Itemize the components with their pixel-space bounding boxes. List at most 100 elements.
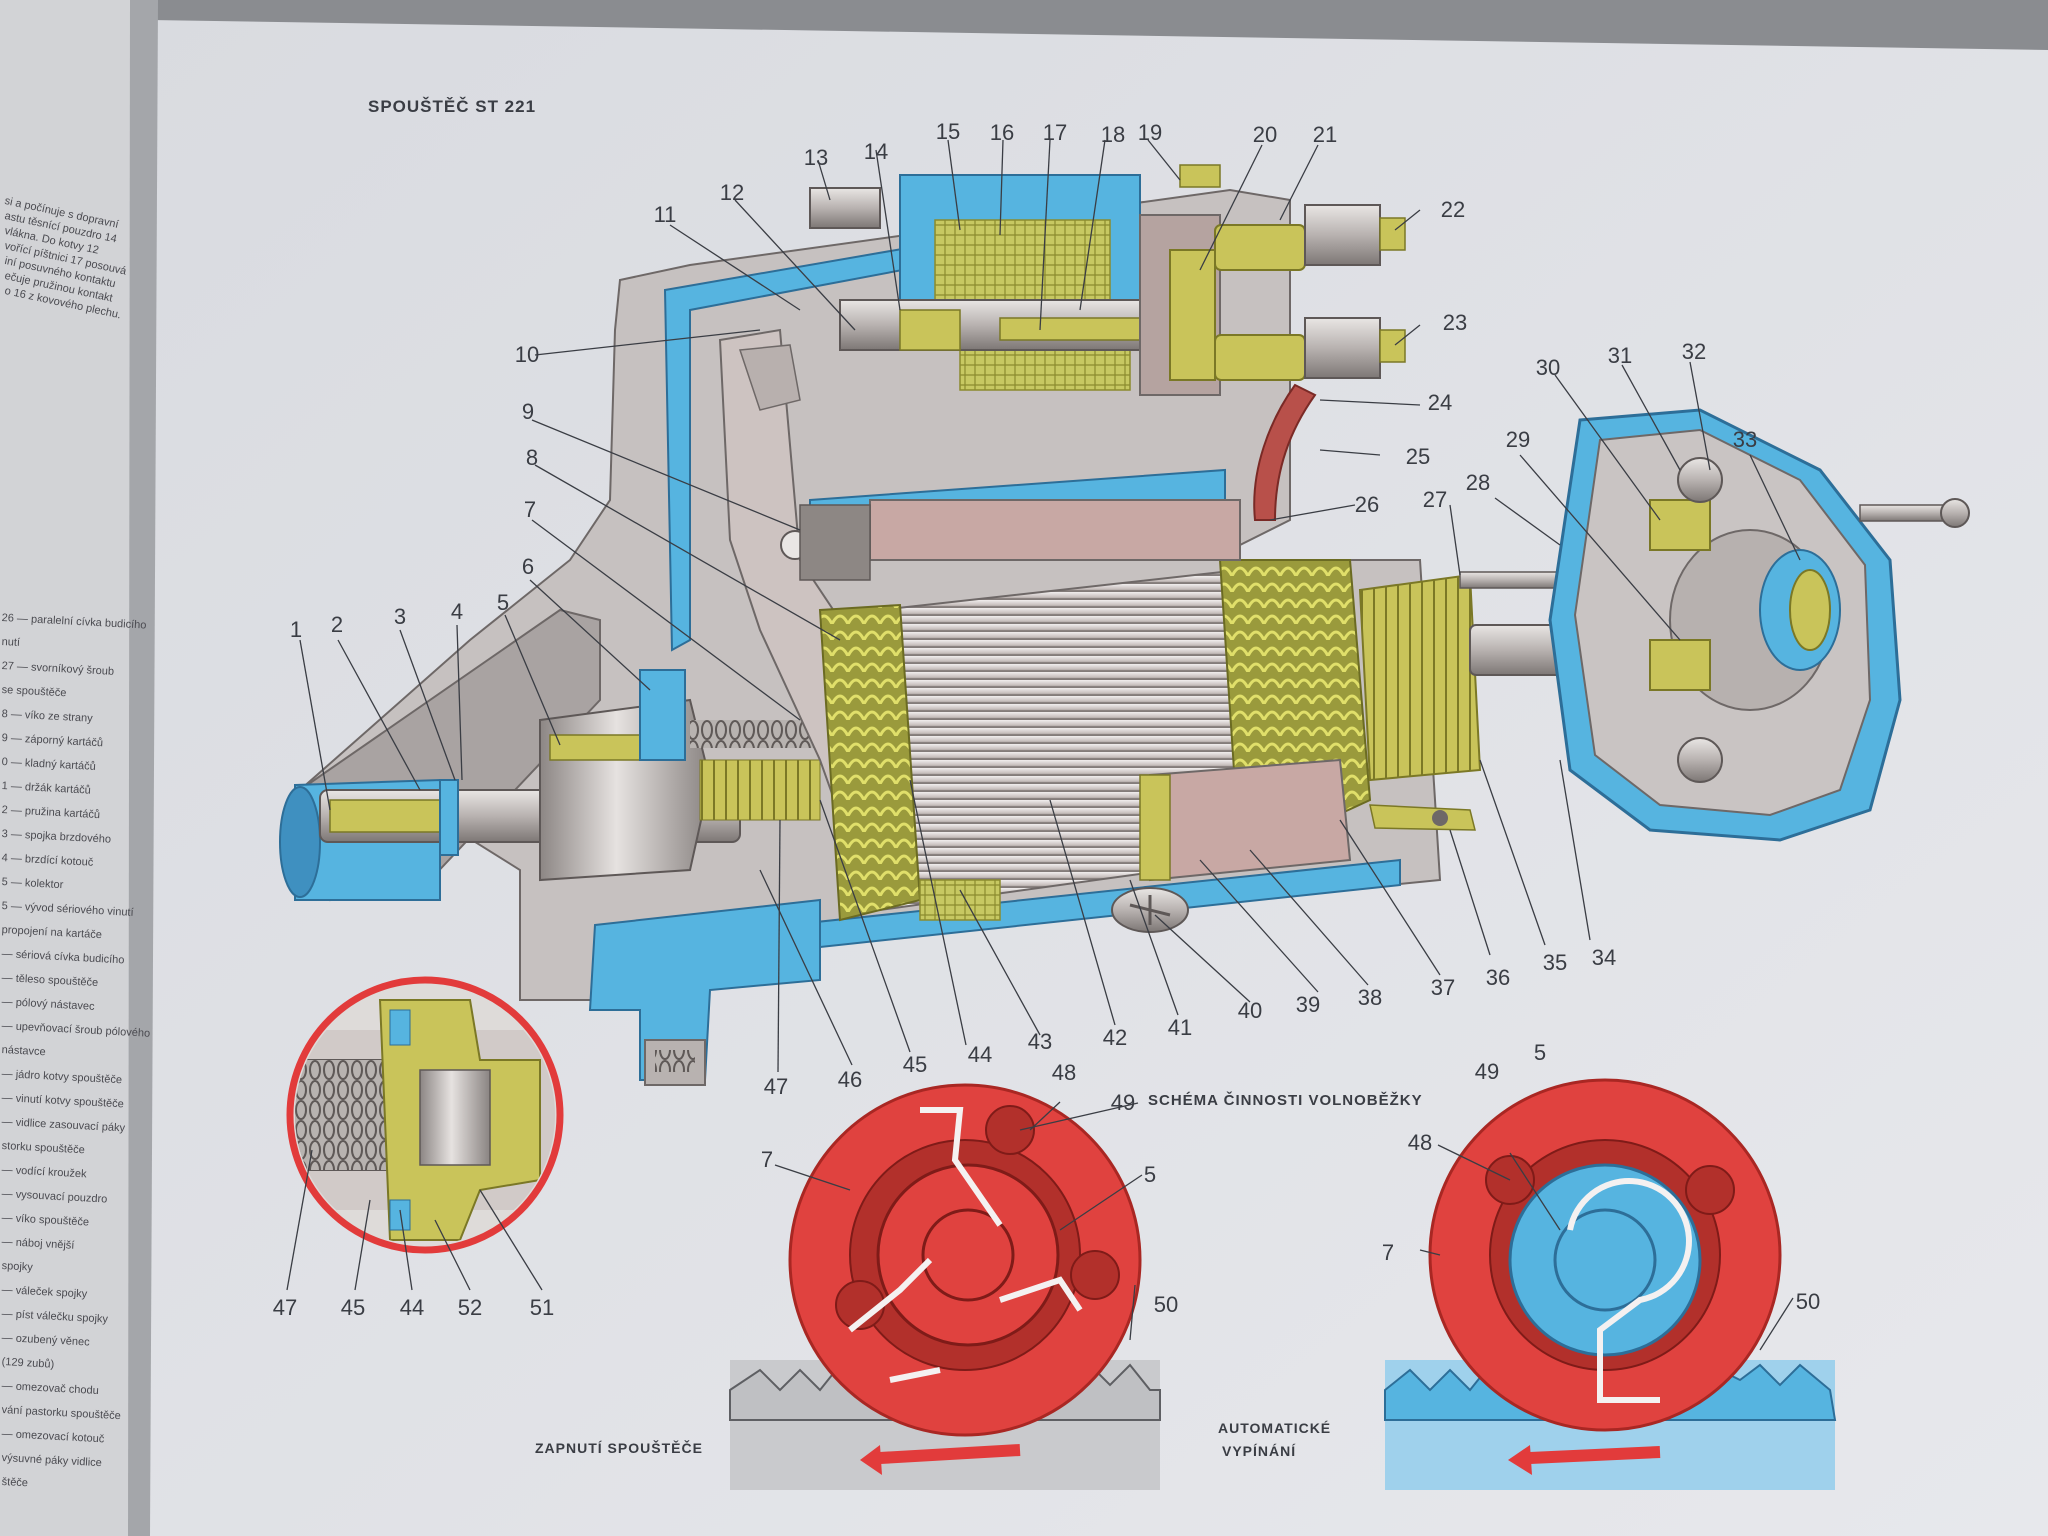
part-number-label: 18	[1100, 122, 1126, 147]
brush-holder-upper	[1649, 499, 1711, 551]
terminal-upper-nut	[1214, 224, 1306, 271]
disengaged-roller-right	[1685, 1165, 1735, 1215]
freewheel-schema-title: SCHÉMA ČINNOSTI VOLNOBĚŽKY	[1148, 1092, 1423, 1109]
part-number-label: 25	[1405, 444, 1431, 469]
part-number-label: 6	[521, 554, 535, 579]
part-number-label: 35	[1542, 950, 1568, 975]
part-number-label: 36	[1485, 965, 1511, 990]
engaged-roller-right	[1070, 1250, 1120, 1300]
part-number-label: 17	[1042, 120, 1068, 145]
clutch-collar	[639, 669, 686, 761]
part-number-label: 46	[837, 1067, 863, 1092]
part-number-label: 8	[525, 445, 539, 470]
fork-head	[738, 344, 801, 411]
disengaged-pinion-hub	[1553, 1208, 1657, 1312]
part-number-label: 49	[1474, 1059, 1500, 1084]
freewheel-engaged	[729, 1083, 1161, 1490]
pole-screw-slot	[1129, 895, 1171, 925]
solenoid-plunger	[899, 309, 961, 351]
contact-bridge	[1169, 249, 1216, 381]
part-number-label: 12	[719, 180, 745, 205]
part-number-label: 32	[1681, 339, 1707, 364]
part-number-label: 11	[653, 202, 677, 227]
legend-line: spojky	[1, 1260, 34, 1274]
part-number-label: 45	[902, 1052, 928, 1077]
legend-line: nástavce	[1, 1044, 46, 1059]
part-number-label: 44	[967, 1042, 993, 1067]
page-title: SPOUŠTĚČ ST 221	[368, 97, 537, 116]
part-number-label: 39	[1295, 992, 1321, 1017]
field-lead-wire	[1253, 383, 1317, 521]
part-number-label: 42	[1102, 1025, 1128, 1050]
inset-roller	[419, 1069, 491, 1166]
stop-ring	[439, 779, 459, 856]
inset-collar-top	[389, 1009, 411, 1046]
part-number-label: 3	[393, 604, 407, 629]
terminal-lower-stud	[1379, 329, 1406, 363]
brake-disc	[799, 504, 871, 581]
part-number-label: 10	[514, 342, 540, 367]
disengaged-force-arrow	[1567, 1178, 1692, 1403]
part-number-label: 27	[1422, 487, 1448, 512]
part-number-label: 40	[1237, 998, 1263, 1023]
part-number-label: 2	[330, 612, 344, 637]
book-gutter	[128, 0, 158, 1536]
part-number-label: 4	[450, 599, 464, 624]
part-number-label: 51	[529, 1295, 555, 1320]
part-number-label: 22	[1440, 197, 1466, 222]
part-number-label: 15	[935, 119, 961, 144]
commutator	[1358, 573, 1482, 782]
part-number-label: 30	[1535, 355, 1561, 380]
brush-spring-lower	[1677, 737, 1723, 783]
pole-shoe	[1139, 774, 1171, 881]
part-number-label: 7	[523, 497, 537, 522]
part-number-label: 45	[340, 1295, 366, 1320]
part-number-label: 7	[760, 1147, 774, 1172]
part-number-label: 14	[863, 139, 889, 164]
lug-hole	[1432, 810, 1448, 826]
inset-collar-bottom	[389, 1199, 411, 1231]
lower-field-coil	[919, 879, 1001, 921]
solenoid-pull-coil	[959, 349, 1131, 391]
inset-spring	[295, 1060, 390, 1170]
part-number-label: 48	[1051, 1060, 1077, 1085]
rear-end-cover	[1548, 408, 1970, 842]
engaged-force-arrow-3	[999, 1276, 1083, 1312]
part-number-label: 41	[1167, 1015, 1193, 1040]
part-number-label: 26	[1354, 492, 1380, 517]
part-number-label: 21	[1312, 122, 1338, 147]
part-number-label: 16	[989, 120, 1015, 145]
brush-holder-lower	[1649, 639, 1711, 691]
nose-bushing-end	[279, 786, 321, 898]
part-number-label: 7	[1381, 1240, 1395, 1265]
part-number-label: 29	[1505, 427, 1531, 452]
part-number-label: 48	[1407, 1130, 1433, 1155]
disengaged-rotation-arrowhead	[1508, 1445, 1532, 1475]
part-number-label: 1	[289, 617, 303, 642]
clutch-detail-inset	[286, 976, 564, 1254]
part-number-label: 49	[1110, 1090, 1136, 1115]
disengaged-caption-line2: VYPÍNÁNÍ	[1222, 1443, 1297, 1459]
part-number-label: 31	[1607, 343, 1633, 368]
shaft-bushing	[329, 799, 441, 833]
freewheel-disengaged	[1384, 1078, 1837, 1490]
terminal-upper-stud	[1379, 217, 1406, 251]
part-number-label: 5	[1143, 1162, 1157, 1187]
terminal-lower-nut	[1214, 334, 1306, 381]
field-coil	[1149, 758, 1352, 882]
hub-bore	[1789, 569, 1831, 651]
solenoid-core	[999, 317, 1151, 341]
part-number-label: 47	[272, 1295, 298, 1320]
brush-lead-lug	[1369, 804, 1476, 831]
starter-cutaway	[279, 164, 1741, 1086]
solenoid-bolt	[809, 187, 881, 229]
part-number-label: 50	[1153, 1292, 1179, 1317]
part-number-label: 33	[1732, 427, 1758, 452]
part-number-label: 13	[803, 145, 829, 170]
facing-page	[0, 0, 150, 1536]
part-number-label: 5	[496, 590, 510, 615]
legend-line: nutí	[1, 636, 21, 649]
engaged-roller-top	[985, 1105, 1035, 1155]
